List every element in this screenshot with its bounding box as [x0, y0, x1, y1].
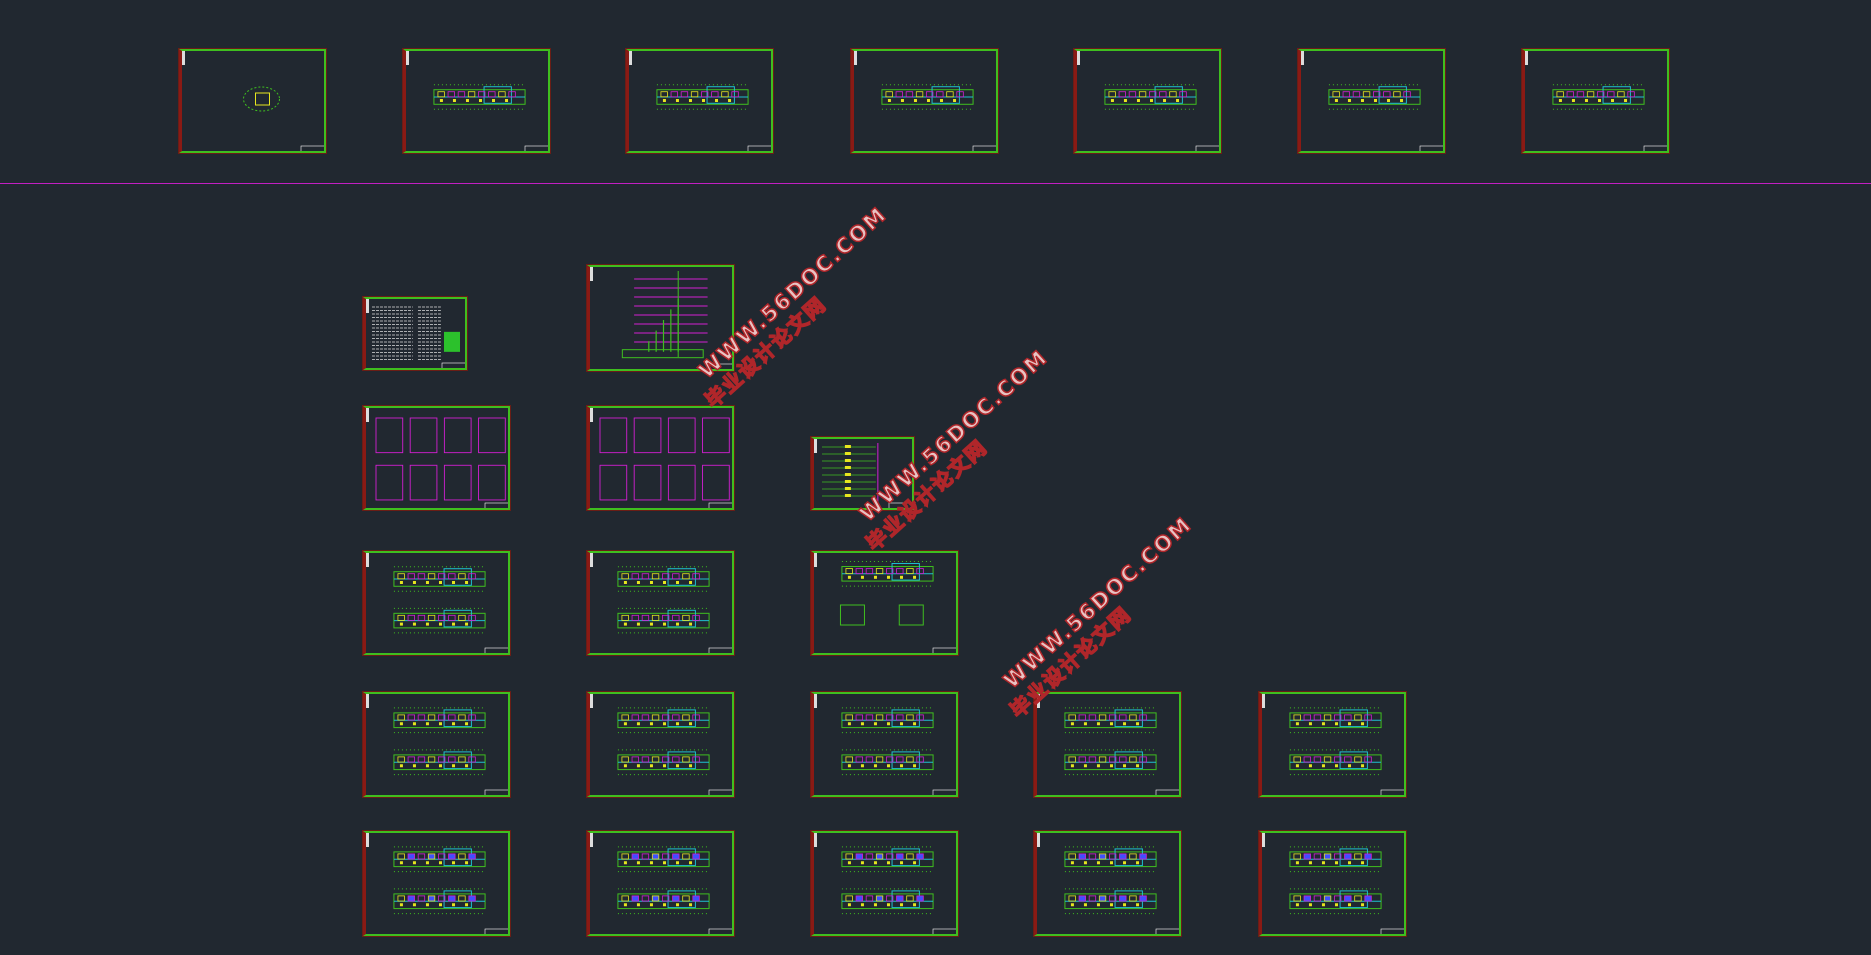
sheet-drawing	[590, 694, 732, 795]
drawing-sheet-double-blue[interactable]	[1034, 831, 1181, 936]
drawing-sheet-schematic[interactable]	[811, 437, 914, 510]
drawing-sheet-double-blue[interactable]	[1259, 831, 1406, 936]
sheet-drawing	[1301, 51, 1443, 151]
drawing-sheet-tables[interactable]	[587, 406, 734, 510]
drawing-sheet-double-blue[interactable]	[587, 831, 734, 936]
sheet-drawing	[366, 553, 508, 653]
divider-line	[0, 183, 1871, 184]
sheet-drawing	[1077, 51, 1219, 151]
sheet-drawing	[1037, 694, 1179, 795]
watermark-url: WWW.56DOC.COM	[998, 511, 1197, 694]
drawing-sheet-site[interactable]	[179, 49, 326, 153]
sheet-drawing	[814, 439, 912, 508]
drawing-sheet-double[interactable]	[363, 692, 510, 797]
sheet-drawing	[366, 408, 508, 508]
drawing-sheet-notes[interactable]	[363, 297, 467, 370]
drawing-sheet-plan[interactable]	[1074, 49, 1221, 153]
sheet-drawing	[366, 299, 465, 368]
sheet-drawing	[1262, 694, 1404, 795]
drawing-sheet-plan[interactable]	[403, 49, 550, 153]
drawing-sheet-double[interactable]	[1259, 692, 1406, 797]
sheet-drawing	[854, 51, 996, 151]
sheet-drawing	[814, 833, 956, 934]
sheet-drawing	[182, 51, 324, 151]
sheet-drawing	[590, 833, 732, 934]
sheet-drawing	[629, 51, 771, 151]
drawing-sheet-double[interactable]	[587, 692, 734, 797]
sheet-drawing	[1525, 51, 1667, 151]
sheet-drawing	[814, 553, 956, 653]
drawing-sheet-double[interactable]	[811, 692, 958, 797]
sheet-drawing	[1262, 833, 1404, 934]
sheet-drawing	[590, 267, 732, 369]
drawing-sheet-plan[interactable]	[1522, 49, 1669, 153]
drawing-sheet-double-blue[interactable]	[363, 831, 510, 936]
drawing-sheet-plan[interactable]	[851, 49, 998, 153]
sheet-drawing	[814, 694, 956, 795]
drawing-sheet-plan[interactable]	[1298, 49, 1445, 153]
drawing-sheet-double[interactable]	[1034, 692, 1181, 797]
sheet-drawing	[366, 694, 508, 795]
sheet-drawing	[366, 833, 508, 934]
sheet-drawing	[406, 51, 548, 151]
drawing-sheet-double[interactable]	[587, 551, 734, 655]
sheet-drawing	[590, 408, 732, 508]
sheet-drawing	[590, 553, 732, 653]
drawing-sheet-tables[interactable]	[363, 406, 510, 510]
drawing-sheet-double[interactable]	[363, 551, 510, 655]
drawing-sheet-riser[interactable]	[587, 265, 734, 371]
drawing-sheet-double-blue[interactable]	[811, 831, 958, 936]
sheet-drawing	[1037, 833, 1179, 934]
drawing-sheet-detail[interactable]	[811, 551, 958, 655]
drawing-sheet-plan[interactable]	[626, 49, 773, 153]
